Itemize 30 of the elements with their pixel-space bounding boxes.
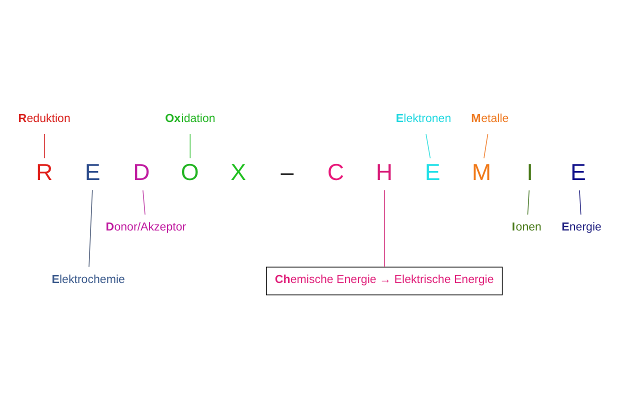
node-text: M	[472, 158, 492, 185]
node-text: E	[424, 158, 440, 185]
node-text: H	[376, 158, 393, 185]
node-text: D	[133, 158, 150, 185]
connector	[384, 189, 385, 267]
node-text: C	[327, 158, 344, 185]
node-text: O	[180, 158, 199, 185]
connector	[44, 133, 45, 158]
node-text: –	[280, 158, 294, 185]
node-text: Energie	[562, 221, 602, 234]
node-text: R	[36, 158, 53, 185]
node-text: E	[570, 158, 586, 185]
connector	[190, 133, 191, 158]
connector	[527, 189, 530, 214]
node-text: Elektronen	[396, 112, 452, 124]
connector	[484, 133, 488, 158]
node-box: Chemische Energie → Elektrische Energie	[266, 266, 503, 295]
node-text: Elektrochemie	[52, 273, 125, 286]
connector	[426, 133, 431, 158]
connector	[142, 189, 146, 214]
node-text: E	[84, 158, 100, 185]
node-text: Donor/Akzeptor	[106, 221, 186, 234]
connector	[88, 189, 93, 267]
node-text: Metalle	[471, 112, 509, 124]
node-text: X	[230, 158, 246, 185]
node-text: Oxidation	[165, 112, 216, 124]
connector	[579, 189, 582, 214]
node-text: Reduktion	[18, 112, 70, 124]
node-text: Ionen	[512, 221, 542, 234]
node-text: I	[526, 158, 534, 185]
